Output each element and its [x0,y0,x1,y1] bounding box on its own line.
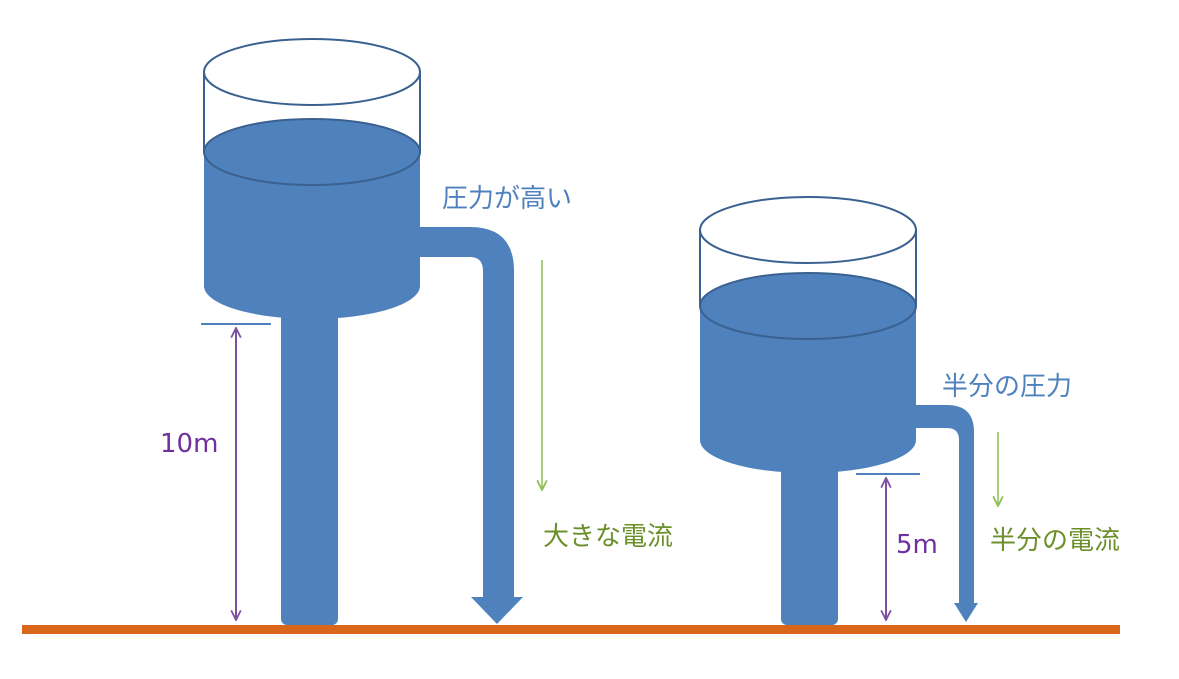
short-height-label: 5m [896,530,938,560]
short-tank-water-surface [699,272,917,340]
tall-tank-rim [203,38,421,106]
tall-water-tower [203,38,523,625]
tall-pressure-label: 圧力が高い [442,184,572,214]
tall-current-label: 大きな電流 [543,522,673,552]
short-tower-outflow-pipe [915,405,978,622]
tall-height-label: 10m [160,429,218,459]
tall-tower-outflow-pipe [420,227,523,624]
tall-tower-pillar [281,305,338,625]
short-tank-rim [699,196,917,264]
short-height-marker [856,473,920,620]
short-current-label: 半分の電流 [990,526,1120,556]
short-pressure-label: 半分の圧力 [942,372,1072,402]
tall-tank-water-surface [203,118,421,186]
ground-line [22,625,1120,634]
tall-height-marker [201,323,271,620]
short-water-tower [699,196,978,625]
short-tower-pillar [781,460,838,625]
